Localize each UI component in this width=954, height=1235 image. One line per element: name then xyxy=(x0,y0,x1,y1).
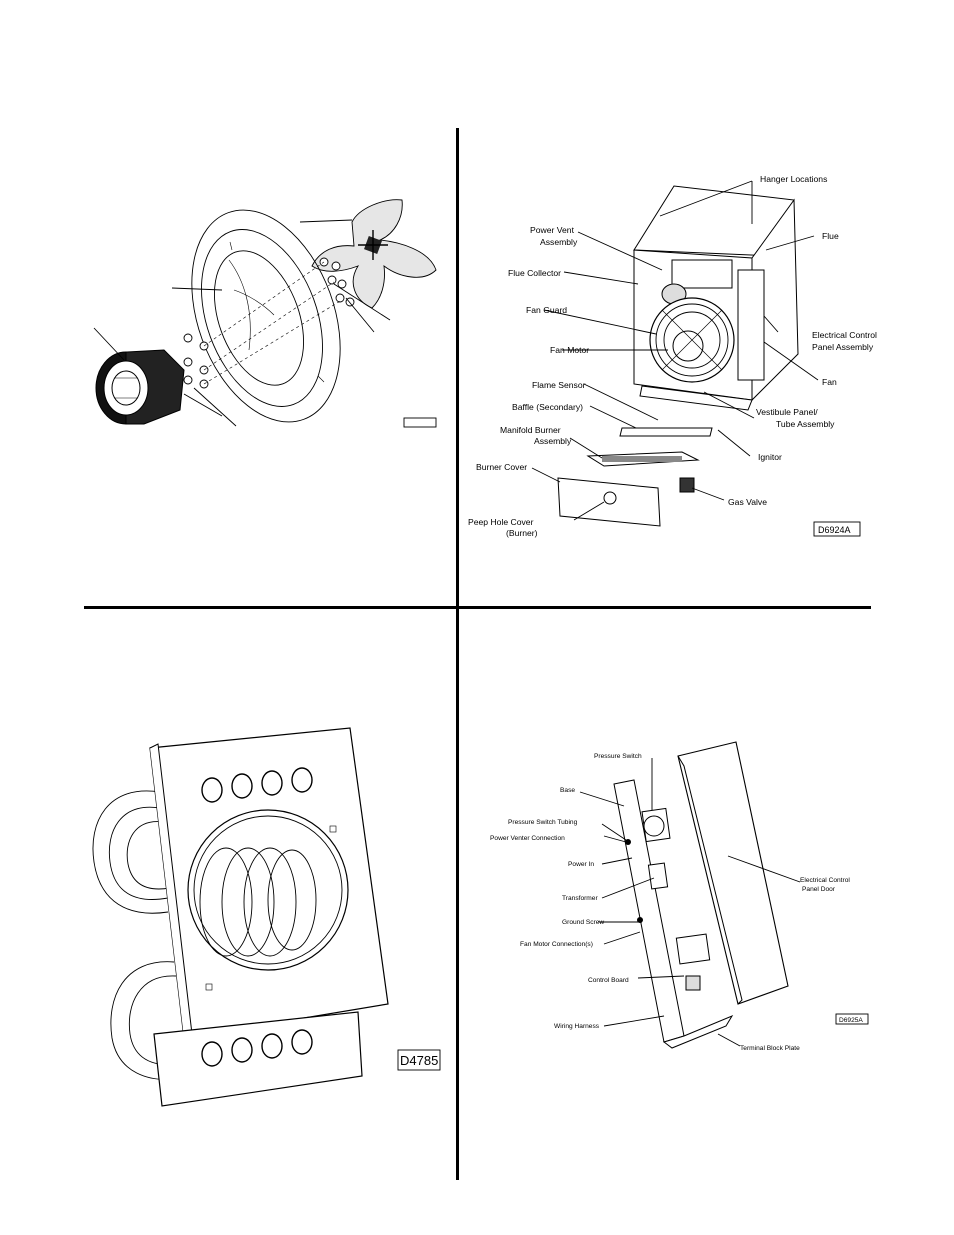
label-manifold-2: Assembly xyxy=(534,436,572,446)
label-power-vent: Power Vent xyxy=(530,225,575,235)
leader-lines-br xyxy=(579,758,801,1047)
panel-door xyxy=(677,741,789,1005)
label-flue-collector: Flue Collector xyxy=(508,268,561,278)
label-power-in: Power In xyxy=(568,861,594,868)
label-peep-hole-cover: Peep Hole Cover xyxy=(468,517,534,527)
control-panel-figure: Pressure Switch Base Pressure Switch Tub… xyxy=(490,741,869,1052)
label-flue: Flue xyxy=(822,231,839,241)
drawing-id-tr: D6924A xyxy=(818,525,851,535)
drawing-id-box-tl xyxy=(403,417,437,428)
label-hanger-locations: Hanger Locations xyxy=(760,174,827,184)
label-burner-cover: Burner Cover xyxy=(476,462,527,472)
drawing-id-br: D6925A xyxy=(839,1017,863,1024)
label-baffle: Baffle (Secondary) xyxy=(512,402,583,412)
drawing-id-box-tr xyxy=(813,521,861,537)
label-control-board: Control Board xyxy=(588,977,629,984)
label-vestibule: Vestibule Panel/ xyxy=(756,407,818,417)
drawing-id-box-bl xyxy=(397,1049,441,1071)
label-pressure-switch: Pressure Switch xyxy=(594,753,642,760)
label-gas-valve: Gas Valve xyxy=(728,497,767,507)
fan-guard-ring xyxy=(191,209,341,423)
label-flame-sensor: Flame Sensor xyxy=(532,380,586,390)
lower-panel xyxy=(153,1011,363,1107)
label-panel-door: Panel Door xyxy=(802,886,836,893)
label-power-venter-connection: Power Venter Connection xyxy=(490,835,565,842)
label-terminal-block-plate: Terminal Block Plate xyxy=(740,1045,800,1052)
baffle-part xyxy=(619,427,713,437)
label-electrical-control: Electrical Control xyxy=(812,330,877,340)
label-power-vent-2: Assembly xyxy=(540,237,578,247)
fan-motor-exploded-figure xyxy=(93,199,437,428)
hardware-nuts xyxy=(183,257,355,389)
drawing-id-box-br xyxy=(835,1013,869,1025)
heater-cabinet xyxy=(633,185,799,411)
label-ground-screw: Ground Screw xyxy=(562,919,604,926)
label-fan-motor: Fan Motor xyxy=(550,345,589,355)
vertical-divider xyxy=(456,128,459,1180)
leader-lines xyxy=(531,180,819,521)
label-vestibule-2: Tube Assembly xyxy=(776,419,835,429)
peep-hole xyxy=(603,491,617,505)
manifold-burner xyxy=(586,451,700,467)
heater-exploded-figure: Hanger Locations Power Vent Assembly Flu… xyxy=(468,174,877,538)
label-ignitor: Ignitor xyxy=(758,452,782,462)
label-fan: Fan xyxy=(822,377,837,387)
fan-blade xyxy=(311,199,437,309)
label-peep-hole-cover-2: (Burner) xyxy=(506,528,538,538)
drawing-id-bl: D4785 xyxy=(400,1053,438,1068)
label-wiring-harness: Wiring Harness xyxy=(554,1023,600,1030)
tube-panel-figure: D4785 xyxy=(92,727,441,1107)
label-manifold: Manifold Burner xyxy=(500,425,561,435)
label-electrical-control-panel-door: Electrical Control xyxy=(800,877,850,884)
label-fan-motor-connections: Fan Motor Connection(s) xyxy=(520,941,593,948)
horizontal-divider xyxy=(84,606,871,609)
label-electrical-control-2: Panel Assembly xyxy=(812,342,874,352)
label-pressure-switch-tubing: Pressure Switch Tubing xyxy=(508,819,578,826)
label-fan-guard: Fan Guard xyxy=(526,305,567,315)
label-transformer: Transformer xyxy=(562,895,598,902)
vestibule-panel xyxy=(149,727,389,1039)
fan-motor xyxy=(95,349,185,425)
label-base: Base xyxy=(560,787,575,794)
gas-valve-part xyxy=(679,477,695,493)
